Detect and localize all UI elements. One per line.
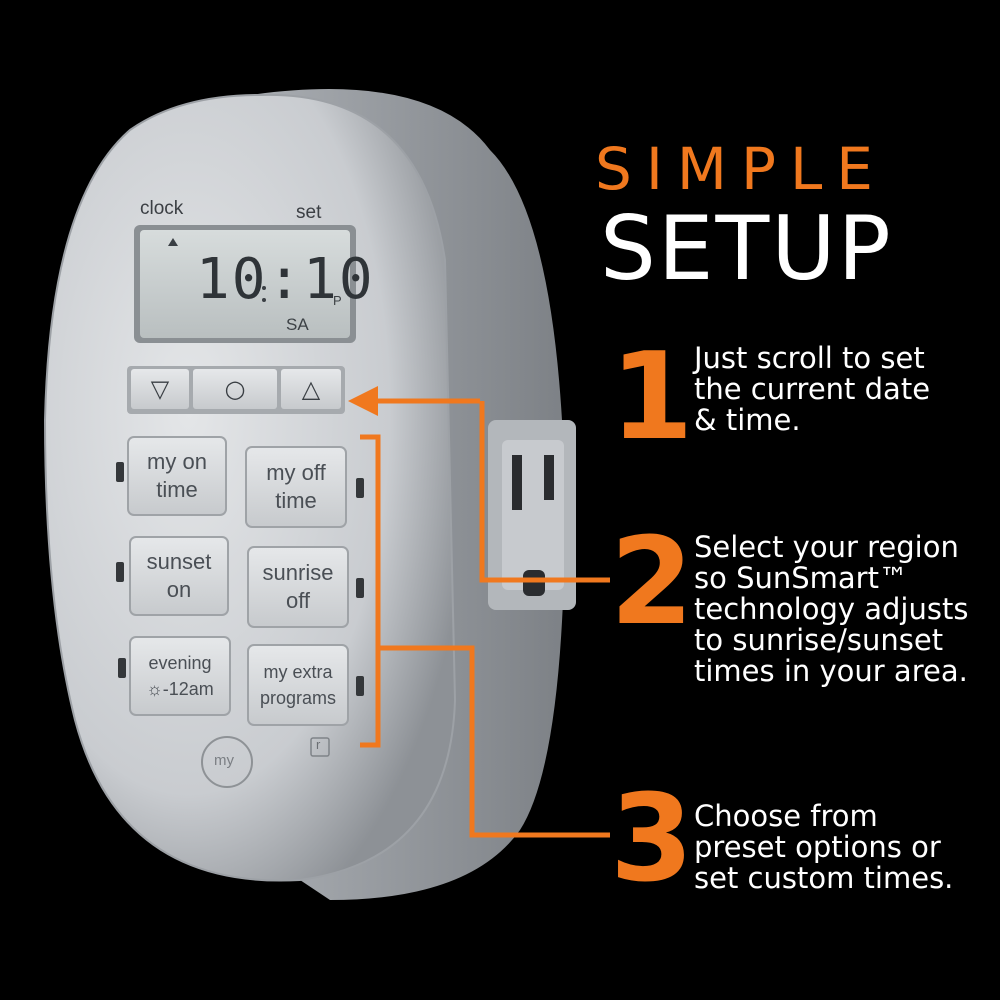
- step-2-line: times in your area.: [694, 654, 968, 688]
- set-label: set: [296, 202, 322, 223]
- key-label-line2: ☼-12am: [146, 679, 214, 699]
- step-3-number: 3: [610, 770, 694, 909]
- step-3-line: Choose from: [694, 799, 878, 833]
- step-3-line: preset options or: [694, 830, 941, 864]
- key-label-line2: programs: [259, 688, 337, 708]
- key-label-line1: my extra: [263, 662, 333, 682]
- sunrise-off-button[interactable]: sunrise off: [248, 548, 348, 626]
- key-label-line2: on: [166, 577, 192, 602]
- lcd-ampm: P: [333, 293, 342, 308]
- step-1-number: 1: [610, 328, 694, 467]
- outlet-plate: [488, 420, 576, 610]
- sunset-on-button[interactable]: sunset on: [129, 537, 229, 615]
- step-1-line: & time.: [694, 403, 801, 437]
- key-label-line2: off: [285, 588, 311, 613]
- key-label-line1: sunrise: [262, 560, 334, 585]
- callout-arrowhead: [348, 386, 378, 416]
- my-off-time-button[interactable]: my off time: [246, 448, 346, 526]
- step-2-line: so SunSmart™: [694, 561, 908, 595]
- heading-simple: SIMPLE: [595, 135, 887, 203]
- step-1-text: Just scroll to set the current date & ti…: [694, 343, 930, 436]
- lcd-day: SA: [286, 315, 309, 334]
- step-3-text: Choose from preset options or set custom…: [694, 801, 953, 894]
- step-1-line: the current date: [694, 372, 931, 406]
- lcd-time: 10:10: [196, 247, 375, 312]
- my-extra-programs-button[interactable]: my extra programs: [248, 646, 348, 724]
- step-1-line: Just scroll to set: [694, 341, 925, 375]
- step-2-line: Select your region: [694, 530, 959, 564]
- evening-button[interactable]: evening ☼-12am: [130, 637, 230, 715]
- logo-text: my: [214, 752, 234, 769]
- down-button[interactable]: ▽: [150, 375, 170, 403]
- key-label-line2: time: [275, 488, 317, 513]
- select-button[interactable]: ○: [224, 375, 246, 403]
- callout-lines: [360, 398, 610, 838]
- step-2-line: to sunrise/sunset: [694, 623, 944, 657]
- step-3-line: set custom times.: [694, 861, 954, 895]
- my-on-time-button[interactable]: my on time: [127, 437, 227, 515]
- step-2-number: 2: [610, 513, 694, 652]
- key-label-line2: time: [156, 477, 198, 502]
- key-label-line1: my on: [147, 449, 207, 474]
- step-2-line: technology adjusts: [694, 592, 969, 626]
- up-button[interactable]: △: [301, 375, 321, 403]
- heading-setup: SETUP: [600, 197, 893, 300]
- step-2-text: Select your region so SunSmart™ technolo…: [694, 532, 968, 687]
- key-label-line1: sunset: [146, 549, 212, 574]
- reset-button[interactable]: r: [316, 737, 321, 752]
- key-label-line1: evening: [148, 653, 212, 673]
- key-label-line1: my off: [266, 460, 326, 485]
- clock-label: clock: [140, 198, 184, 219]
